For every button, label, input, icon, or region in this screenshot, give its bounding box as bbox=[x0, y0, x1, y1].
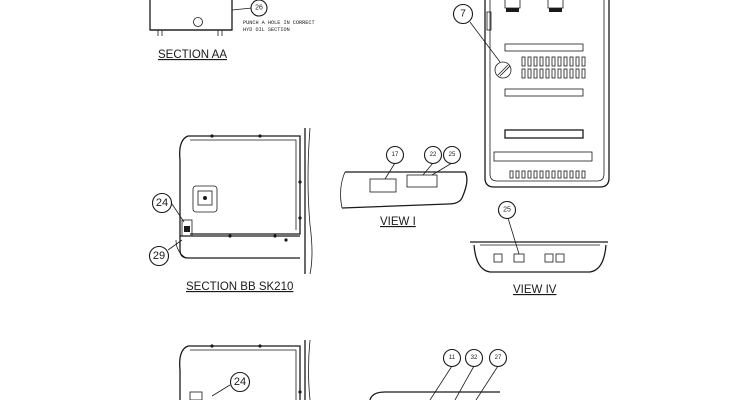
callout-11: 11 bbox=[442, 348, 462, 368]
note-line-1: PUNCH A HOLE IN CORRECT bbox=[243, 20, 315, 26]
caption-section-bb: SECTION BB SK210 bbox=[186, 281, 293, 293]
callout-24-section-bb: 24 bbox=[151, 192, 173, 214]
svg-text:27: 27 bbox=[495, 355, 502, 361]
svg-text:17: 17 bbox=[392, 152, 399, 158]
callout-7: 7 bbox=[452, 3, 474, 25]
view-iv-drawing bbox=[470, 217, 608, 273]
caption-view-i: VIEW I bbox=[380, 216, 416, 228]
callout-24-bottom: 24 bbox=[229, 371, 251, 393]
svg-text:32: 32 bbox=[471, 355, 478, 361]
caption-view-iv: VIEW IV bbox=[513, 284, 557, 296]
callout-25-view-iv: 25 bbox=[497, 200, 517, 220]
note-line-2: HYD OIL SECTION bbox=[243, 27, 290, 33]
callout-29: 29 bbox=[148, 245, 170, 267]
tank-panel-drawing bbox=[469, 0, 610, 188]
callout-25-view-i: 25 bbox=[442, 145, 462, 165]
svg-text:11: 11 bbox=[449, 355, 456, 361]
callout-27: 27 bbox=[488, 348, 508, 368]
section-bb-drawing bbox=[167, 127, 313, 275]
callout-17: 17 bbox=[385, 145, 405, 165]
svg-text:7: 7 bbox=[460, 9, 466, 20]
svg-text:25: 25 bbox=[503, 207, 511, 214]
svg-text:22: 22 bbox=[430, 152, 437, 158]
svg-text:29: 29 bbox=[153, 250, 165, 262]
callout-26: 26 bbox=[250, 0, 268, 17]
bottom-view-drawing bbox=[369, 365, 500, 400]
svg-text:24: 24 bbox=[234, 376, 246, 388]
svg-text:24: 24 bbox=[156, 197, 168, 209]
callout-22: 22 bbox=[423, 145, 443, 165]
svg-text:25: 25 bbox=[449, 152, 456, 158]
caption-section-aa: SECTION AA bbox=[158, 49, 227, 61]
view-i-drawing bbox=[340, 162, 468, 209]
section-aa-drawing bbox=[149, 0, 253, 36]
callout-32: 32 bbox=[464, 348, 484, 368]
bottom-section-drawing bbox=[179, 339, 311, 400]
svg-text:26: 26 bbox=[255, 5, 263, 12]
